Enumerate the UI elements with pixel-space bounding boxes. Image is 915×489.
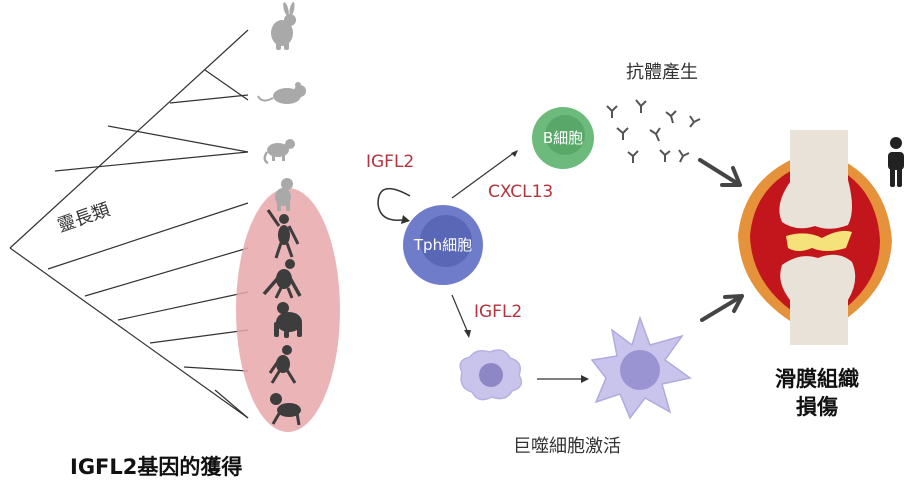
synovial-damage-label-line2: 損傷 [796, 395, 838, 419]
b-cell-label: B細胞 [543, 129, 583, 147]
phylogenetic-tree [9, 29, 249, 419]
macaque-icon [275, 178, 293, 211]
gibbon-icon [266, 209, 300, 259]
arrow-tph-to-macrophage [451, 294, 469, 334]
joint-illustration [738, 130, 892, 345]
b-cell [532, 107, 594, 169]
igfl2-loop-label: IGFL2 [366, 152, 414, 172]
tph-cell-label: Tph細胞 [413, 236, 472, 254]
arrow-tph-to-macrophage-head [464, 330, 471, 338]
autocrine-loop-arrowhead [401, 215, 410, 224]
synovial-damage-label-line1: 滑膜組織 [775, 367, 859, 391]
bottom-title: IGFL2基因的獲得 [70, 455, 242, 479]
rabbit-icon [271, 2, 296, 50]
mouse-icon [257, 82, 306, 104]
igfl2-down-label: IGFL2 [474, 302, 522, 322]
primates-label: 靈長類 [55, 199, 113, 236]
resting-macrophage [459, 349, 523, 401]
person-icon [888, 137, 904, 187]
cxcl13-label: CXCL13 [488, 182, 553, 202]
chimpanzee-icon [268, 345, 297, 384]
macrophage-activation-label: 巨噬細胞激活 [513, 436, 621, 457]
arrow-tph-to-bcell [451, 151, 516, 199]
activated-macrophage [590, 315, 692, 420]
arrow-tph-to-bcell-head [511, 150, 518, 157]
monkey-icon [263, 139, 295, 165]
arrow-macrophage-activation-head [581, 375, 589, 383]
arrow-antibodies-to-joint [698, 158, 742, 187]
orangutan-icon [262, 259, 302, 299]
antibody-production-label: 抗體產生 [626, 62, 698, 83]
antibody-icon [606, 99, 701, 163]
gorilla-icon [274, 302, 302, 338]
autocrine-loop-arrow [377, 187, 411, 221]
arrow-macrophage-to-joint [700, 294, 744, 322]
human-child-icon [270, 393, 301, 426]
tph-cell [403, 205, 483, 285]
